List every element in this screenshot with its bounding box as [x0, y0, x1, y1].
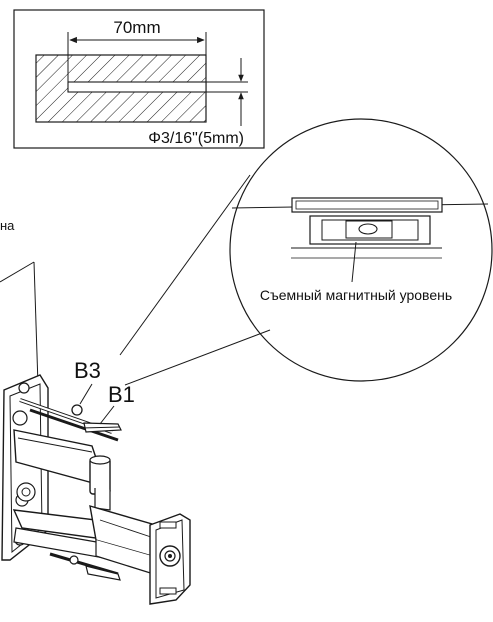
level-label: Съемный магнитный уровень [260, 287, 452, 303]
washer-b3 [71, 404, 83, 416]
diameter-label: Φ3/16"(5mm) [148, 130, 244, 147]
plate-hole-top [18, 382, 30, 394]
wall-note-partial-text: на [0, 218, 15, 233]
lower-arm [12, 482, 112, 559]
drill-detail-box: 70mm Φ3/16"(5mm) [13, 9, 265, 149]
bolt-assembly-upper [19, 398, 122, 442]
magnifier-circle [229, 118, 493, 382]
washer-label-b3: B3 [74, 358, 101, 383]
vesa-head-plate [149, 513, 191, 605]
drilled-hole [67, 81, 207, 93]
upper-arm [13, 429, 111, 511]
wall-outline [0, 261, 39, 386]
bolt-assembly-lower [49, 552, 121, 581]
level-magnifier: Съемный магнитный уровень [119, 118, 493, 386]
plate-hole-mid [12, 410, 28, 426]
width-dimension-label: 70mm [113, 18, 160, 37]
bolt-label-b1: B1 [108, 382, 135, 407]
level-bubble-icon [358, 223, 378, 235]
level-leader-line [351, 241, 357, 283]
